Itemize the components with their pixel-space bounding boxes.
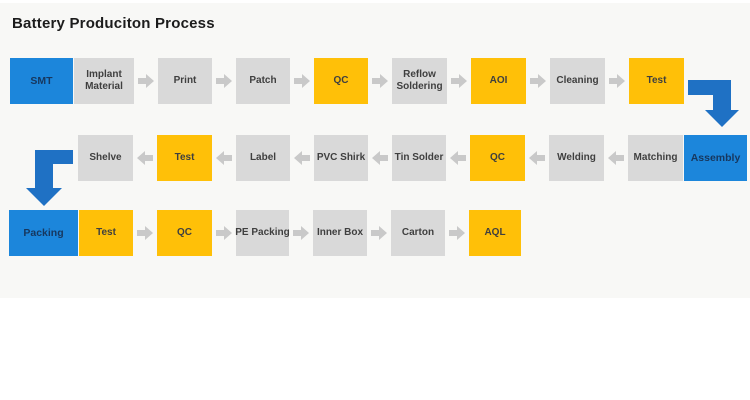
step-aoi: AOI	[471, 58, 526, 104]
arrow-left-icon	[604, 151, 628, 165]
step-label: PE Packing	[235, 227, 290, 238]
arrow-right-icon	[212, 74, 236, 88]
step-smt: SMT	[10, 58, 73, 104]
step-label: QC	[177, 227, 192, 238]
step-label: AQL	[484, 227, 506, 238]
step-label: Shelve	[89, 152, 122, 163]
step-cleaning: Cleaning	[550, 58, 605, 104]
arrow-right-icon	[290, 74, 314, 88]
arrow-right-icon	[289, 226, 313, 240]
step-label: Test	[174, 152, 195, 163]
step-label: Packing	[23, 226, 64, 239]
arrow-left-icon	[446, 151, 470, 165]
step-qc-1: QC	[314, 58, 368, 104]
step-label: Implant Material	[85, 69, 123, 92]
arrow-right-icon	[134, 74, 158, 88]
step-label: Tin Solder	[394, 152, 444, 163]
arrow-left-icon	[212, 151, 236, 165]
step-label: Carton	[401, 227, 435, 238]
step-patch: Patch	[236, 58, 290, 104]
step-label: Label	[249, 152, 277, 163]
arrow-left-icon	[290, 151, 314, 165]
step-label: Inner Box	[316, 227, 364, 238]
step-label: Assembly	[690, 151, 741, 164]
step-test-3: Test	[79, 210, 133, 256]
step-assembly: Assembly	[684, 135, 747, 181]
arrow-right-icon	[526, 74, 550, 88]
step-shelve: Shelve	[78, 135, 133, 181]
step-pe-packing: PE Packing	[235, 210, 290, 256]
step-label: QC	[490, 152, 505, 163]
arrow-right-icon	[133, 226, 157, 240]
step-print: Print	[158, 58, 212, 104]
step-carton: Carton	[391, 210, 445, 256]
step-qc-2: QC	[470, 135, 525, 181]
step-pvc-shirk: PVC Shirk	[314, 135, 368, 181]
process-row-packing-line: Packing Test QC PE Packing Inner Box Car…	[9, 210, 521, 256]
step-label: PVC Shirk	[316, 152, 366, 163]
arrow-left-icon	[368, 151, 392, 165]
step-label: Test	[96, 227, 116, 238]
arrow-right-icon	[367, 226, 391, 240]
step-qc-3: QC	[157, 210, 212, 256]
step-label: QC	[333, 75, 349, 86]
step-welding: Welding	[549, 135, 604, 181]
step-matching: Matching	[628, 135, 683, 181]
step-label: Cleaning	[556, 75, 599, 86]
step-label: Welding	[557, 152, 596, 163]
process-row-assembly-line: Shelve Test Label PVC Shirk Tin Solder Q…	[78, 135, 747, 181]
step-label: Reflow Soldering	[396, 69, 443, 92]
process-row-smt-line: SMT Implant Material Print Patch QC Refl…	[10, 58, 684, 104]
step-label: Matching	[633, 152, 678, 163]
step-label: AOI	[489, 75, 508, 86]
arrow-left-icon	[525, 151, 549, 165]
step-packing: Packing	[9, 210, 78, 256]
step-label: SMT	[30, 74, 53, 87]
arrow-right-icon	[447, 74, 471, 88]
arrow-left-icon	[133, 151, 157, 165]
step-test-2: Test	[157, 135, 212, 181]
elbow-arrow-down-left-icon	[26, 150, 73, 206]
arrow-right-icon	[368, 74, 392, 88]
step-label: Test	[646, 75, 667, 86]
arrow-right-icon	[445, 226, 469, 240]
step-implant-material: Implant Material	[74, 58, 134, 104]
step-label: Patch	[249, 75, 277, 86]
step-tin-solder: Tin Solder	[392, 135, 446, 181]
step-label-box: Label	[236, 135, 290, 181]
arrow-right-icon	[605, 74, 629, 88]
step-test-1: Test	[629, 58, 684, 104]
elbow-arrow-down-right-icon	[688, 80, 739, 127]
step-inner-box: Inner Box	[313, 210, 367, 256]
step-label: Print	[173, 75, 197, 86]
page-title: Battery Produciton Process	[12, 15, 215, 32]
step-aql: AQL	[469, 210, 521, 256]
step-reflow-soldering: Reflow Soldering	[392, 58, 447, 104]
arrow-right-icon	[212, 226, 236, 240]
